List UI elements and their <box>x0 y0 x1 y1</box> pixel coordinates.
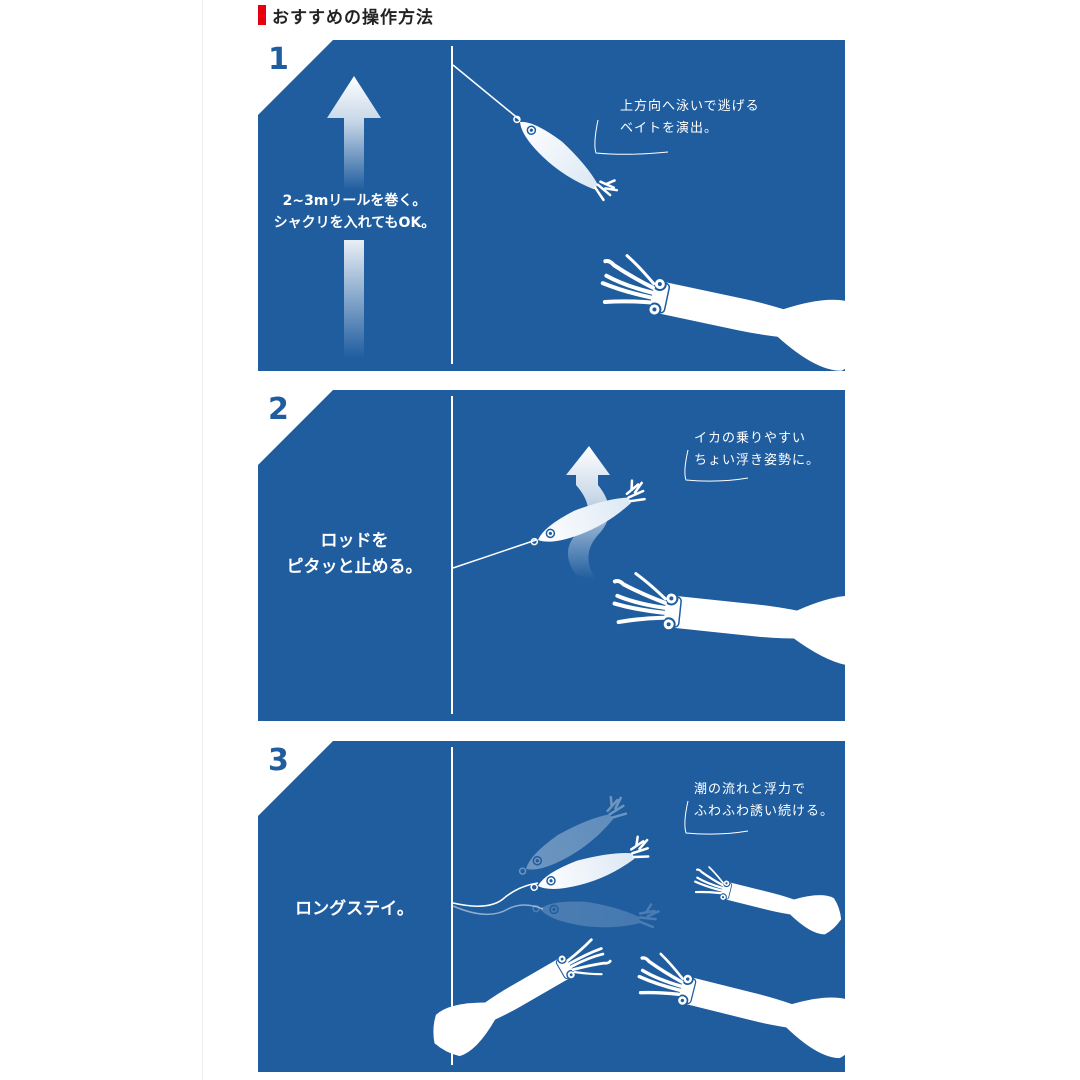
step-number: 2 <box>268 392 289 427</box>
fishing-line <box>452 539 537 569</box>
heading-red-mark <box>258 5 266 25</box>
step-2-instruction: ロッドを ピタッと止める。 <box>258 528 451 580</box>
instruction-line: 2~3mリールを巻く。 <box>282 193 427 209</box>
speech-tail <box>684 449 749 482</box>
heading-title: おすすめの操作方法 <box>272 7 434 28</box>
squid-icon <box>688 862 845 940</box>
speech-tail <box>684 800 749 835</box>
squid-icon <box>591 248 845 371</box>
step-1-instruction: 2~3mリールを巻く。 シャクリを入れてもOK。 <box>258 190 451 234</box>
corner-tab <box>258 741 333 816</box>
bubble-line: イカの乗りやすい <box>694 431 807 446</box>
step-3-instruction: ロングステイ。 <box>258 896 451 922</box>
step-number: 3 <box>268 743 289 778</box>
egi-lure-icon <box>525 833 656 902</box>
squid-icon <box>606 568 845 672</box>
instruction-line: ロッドを <box>320 531 389 551</box>
step-1-bubble: 上方向へ泳いで逃げる ベイトを演出。 <box>620 96 760 140</box>
egi-lure-ghost-icon <box>530 891 661 935</box>
step-2-bubble: イカの乗りやすい ちょい浮き姿勢に。 <box>694 428 820 472</box>
corner-tab <box>258 390 333 465</box>
up-arrow-icon <box>327 76 381 190</box>
fishing-line-ghost <box>452 904 544 915</box>
instruction-line: ロングステイ。 <box>295 899 414 919</box>
step-1-panel: 1 2~3mリールを巻く。 シャクリを入れてもOK。 上方向へ泳いで逃げる ベイ… <box>258 40 845 371</box>
page-left-rule <box>202 0 203 1080</box>
bubble-line: ベイトを演出。 <box>620 121 719 136</box>
wave-arrow-icon <box>566 446 610 580</box>
step-3-panel: 3 ロングステイ。 潮の流れと浮力で ふわふわ誘い続ける。 <box>258 741 845 1072</box>
up-arrow-tail <box>344 240 364 358</box>
bubble-line: ふわふわ誘い続ける。 <box>694 804 835 819</box>
step-3-illustration <box>420 791 845 1066</box>
panel-divider <box>451 46 453 364</box>
squid-icon <box>628 947 845 1066</box>
step-1-illustration <box>327 64 845 371</box>
step-number: 1 <box>268 42 289 77</box>
fishing-line <box>452 882 539 907</box>
fishing-line <box>452 64 521 121</box>
panel-divider <box>451 747 453 1065</box>
step-2-illustration <box>452 446 845 672</box>
egi-lure-icon <box>505 103 622 209</box>
section-heading: おすすめの操作方法 <box>258 4 434 28</box>
instruction-line: ピタッと止める。 <box>286 557 423 577</box>
speech-tail <box>594 119 669 155</box>
bubble-line: 潮の流れと浮力で <box>694 782 807 797</box>
bubble-line: 上方向へ泳いで逃げる <box>620 99 760 114</box>
step-2-panel: 2 ロッドを ピタッと止める。 イカの乗りやすい ちょい浮き姿勢に。 <box>258 390 845 721</box>
step-3-bubble: 潮の流れと浮力で ふわふわ誘い続ける。 <box>694 779 834 823</box>
corner-tab <box>258 40 333 115</box>
bubble-line: ちょい浮き姿勢に。 <box>694 453 821 468</box>
panel-divider <box>451 396 453 714</box>
instruction-line: シャクリを入れてもOK。 <box>273 215 436 231</box>
